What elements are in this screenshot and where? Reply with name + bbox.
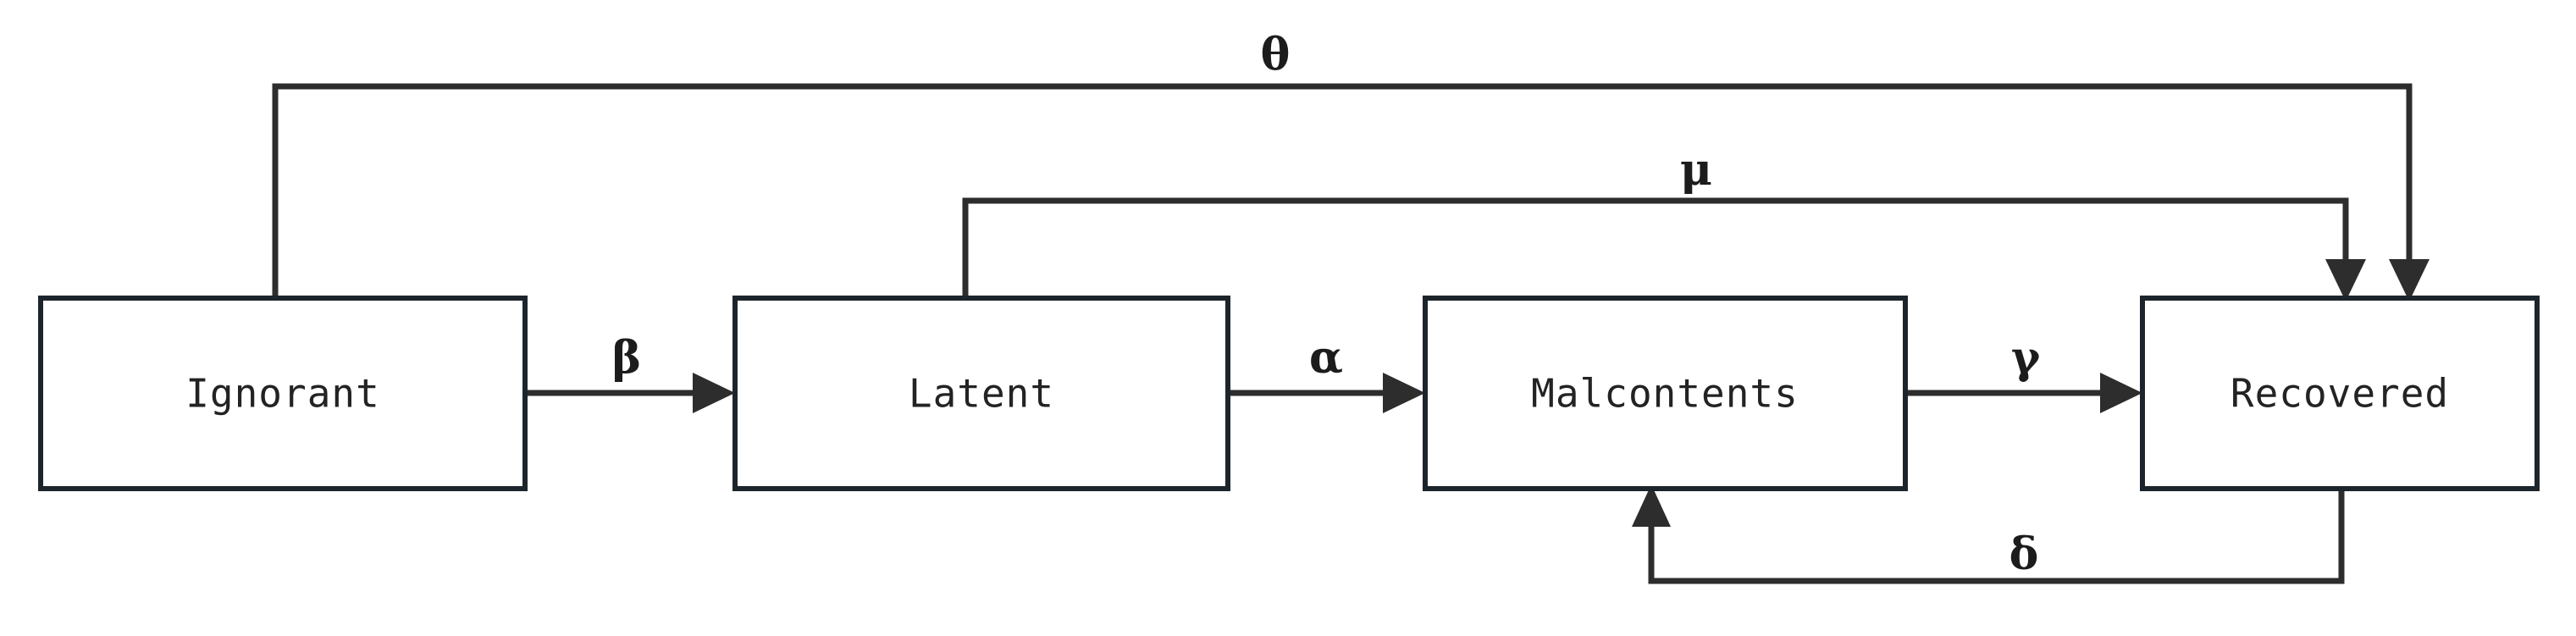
- node-malcontents-label: Malcontents: [1531, 371, 1799, 417]
- edge-mu-arrowhead: [2325, 259, 2366, 301]
- node-recovered-box[interactable]: [2140, 296, 2540, 491]
- edge-label-beta: β: [612, 332, 642, 384]
- node-malcontents[interactable]: Malcontents: [1423, 296, 1908, 491]
- node-ignorant-box[interactable]: [38, 296, 528, 491]
- edge-theta-arrowhead: [2389, 259, 2430, 301]
- edge-delta-path: [1648, 489, 2345, 584]
- node-latent-label: Latent: [909, 371, 1054, 417]
- edge-alpha: [1228, 373, 1425, 413]
- edge-mu: [962, 197, 2366, 301]
- edge-theta: [272, 83, 2430, 301]
- edge-theta-path: [272, 83, 2413, 298]
- edge-label-alpha: α: [1309, 332, 1343, 384]
- edge-gamma-arrowhead: [2100, 373, 2142, 413]
- node-malcontents-box[interactable]: [1423, 296, 1908, 491]
- edge-label-theta: θ: [1261, 29, 1291, 80]
- edge-beta: [525, 373, 735, 413]
- node-latent[interactable]: Latent: [732, 296, 1230, 491]
- edge-alpha-arrowhead: [1383, 373, 1425, 413]
- edge-beta-arrowhead: [693, 373, 735, 413]
- edge-delta: [1632, 484, 2345, 584]
- edge-label-delta: δ: [2009, 528, 2039, 580]
- edge-mu-path: [962, 197, 2349, 298]
- edge-label-mu: μ: [1680, 144, 1712, 196]
- edge-delta-arrowhead: [1632, 484, 1671, 527]
- node-recovered[interactable]: Recovered: [2140, 296, 2540, 491]
- edge-label-gamma: γ: [2011, 332, 2041, 384]
- node-ignorant-label: Ignorant: [185, 371, 380, 417]
- edge-gamma: [1905, 373, 2142, 413]
- node-ignorant[interactable]: Ignorant: [38, 296, 528, 491]
- node-recovered-label: Recovered: [2231, 371, 2449, 417]
- node-latent-box[interactable]: [732, 296, 1230, 491]
